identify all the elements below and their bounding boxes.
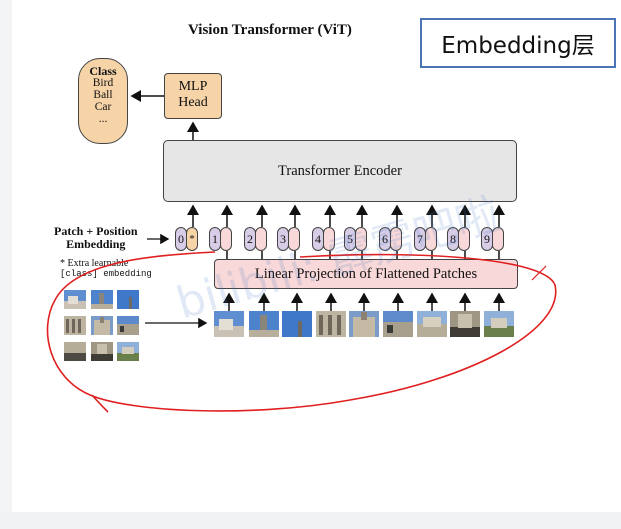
patch-embedding-token [220, 227, 232, 251]
mlp-head-box: MLP Head [164, 73, 222, 119]
flattened-patch-image [484, 311, 514, 337]
token-pair: 4 [312, 227, 335, 251]
class-item: Car [94, 101, 112, 113]
image-patch-thumbnail [91, 342, 113, 361]
mlp-head-line2: Head [178, 95, 208, 110]
flattened-patch-image [349, 311, 379, 337]
class-item: Ball [93, 89, 113, 101]
class-header: Class [89, 64, 117, 78]
token-pair: 3 [277, 227, 300, 251]
flattened-patch-image [417, 311, 447, 337]
extra-note-line2: [class] embedding [60, 269, 152, 279]
extra-note-line1: * Extra learnable [60, 258, 129, 269]
annotation-tick [531, 265, 547, 281]
token-pair: 8 [447, 227, 470, 251]
patch-position-line1: Patch + Position [54, 224, 138, 238]
patch-embedding-token [288, 227, 300, 251]
image-patch-thumbnail [91, 290, 113, 309]
token-pair: 1 [209, 227, 232, 251]
patch-embedding-token [390, 227, 402, 251]
patch-position-embedding-label: Patch + Position Embedding [54, 225, 138, 251]
token-pair: 9 [481, 227, 504, 251]
patch-embedding-token [355, 227, 367, 251]
class-item: Bird [92, 77, 114, 89]
embedding-layer-label: Embedding层 [420, 18, 616, 68]
image-patch-thumbnail [91, 316, 113, 335]
flattened-patch-image [316, 311, 346, 337]
flattened-patch-image [249, 311, 279, 337]
token-pair: 5 [344, 227, 367, 251]
image-patch-thumbnail [64, 342, 86, 361]
token-pair: 6 [379, 227, 402, 251]
diagram-title: Vision Transformer (ViT) [188, 22, 352, 38]
patch-embedding-token [255, 227, 267, 251]
class-embedding-token: * [186, 227, 198, 251]
position-embedding-token: 7 [414, 227, 426, 251]
patch-embedding-token [425, 227, 437, 251]
flattened-patch-image [214, 311, 244, 337]
annotation-tail [91, 394, 109, 413]
image-patch-thumbnail [64, 316, 86, 335]
transformer-encoder-box: Transformer Encoder [163, 140, 517, 202]
patch-position-line2: Embedding [66, 237, 126, 251]
embedding-layer-text: Embedding层 [441, 33, 595, 59]
flattened-patch-image [450, 311, 480, 337]
patch-embedding-token [492, 227, 504, 251]
linear-projection-label: Linear Projection of Flattened Patches [254, 265, 478, 282]
mlp-head-line1: MLP [178, 79, 208, 94]
image-patch-thumbnail [117, 316, 139, 335]
linear-projection-box: Linear Projection of Flattened Patches [214, 259, 518, 289]
token-pair: 2 [244, 227, 267, 251]
image-patch-thumbnail [117, 342, 139, 361]
image-patch-thumbnail [117, 290, 139, 309]
token-pair: 7 [414, 227, 437, 251]
annotation-ellipse [46, 251, 557, 412]
token-pair: 0 * [175, 227, 198, 251]
transformer-encoder-label: Transformer Encoder [278, 162, 402, 179]
class-item: ... [98, 113, 108, 125]
flattened-patch-image [282, 311, 312, 337]
image-patch-thumbnail [64, 290, 86, 309]
flattened-patch-image [383, 311, 413, 337]
patch-embedding-token [458, 227, 470, 251]
extra-learnable-note: * Extra learnable [class] embedding [60, 258, 152, 280]
bottom-strip [0, 512, 621, 529]
class-output-box: Class Bird Ball Car ... [78, 58, 128, 144]
patch-embedding-token [323, 227, 335, 251]
